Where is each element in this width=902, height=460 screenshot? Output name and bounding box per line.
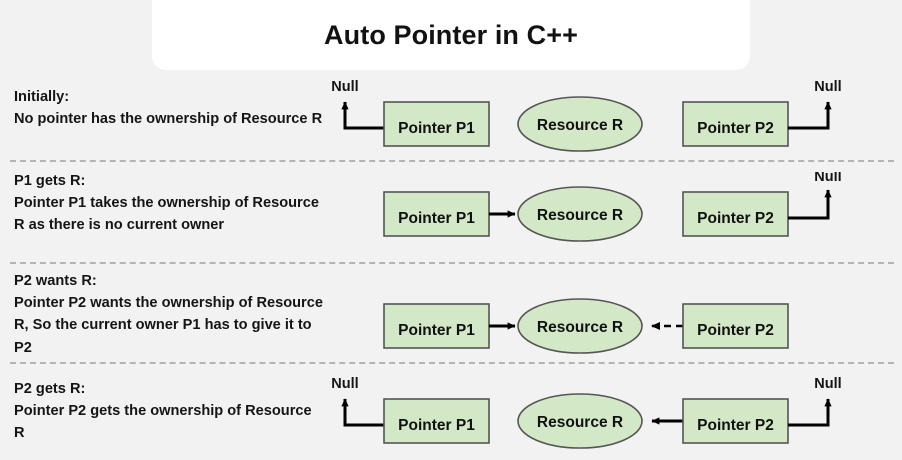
node-pointer-p1: Pointer P1 xyxy=(383,303,490,349)
step-heading: Initially: xyxy=(14,89,70,105)
step-figure-p1-gets-r: Pointer P1 Resource R Pointer P2 Null xyxy=(320,169,902,267)
null-pointer-p1: Null xyxy=(331,376,384,427)
node-label-p1: Pointer P1 xyxy=(398,322,475,339)
title-panel: Auto Pointer in C++ xyxy=(152,0,750,70)
step-body: No pointer has the ownership of Resource… xyxy=(14,111,323,128)
step-body: Pointer P2 wants the ownership of Resour… xyxy=(14,295,323,356)
null-label-p2: Null xyxy=(814,172,841,185)
divider-3 xyxy=(10,362,894,364)
node-label-p2: Pointer P2 xyxy=(697,322,774,339)
step-figure-p2-wants-r: Pointer P1 Resource R Pointer P2 xyxy=(320,292,902,367)
null-pointer-p2: Null xyxy=(788,169,842,220)
null-label-p1: Null xyxy=(331,376,358,392)
null-pointer-p2: Null xyxy=(788,376,842,427)
node-pointer-p1: Pointer P1 xyxy=(383,191,490,237)
figure-svg-p2-wants-r: Pointer P1 Resource R Pointer P2 xyxy=(383,298,789,354)
step-heading: P2 wants R: xyxy=(14,273,97,289)
node-pointer-p1: Pointer P1 xyxy=(383,398,490,444)
node-resource-r: Resource R xyxy=(517,298,643,354)
step-description-initially: Initially: No pointer has the ownership … xyxy=(14,86,324,130)
null-label-p1: Null xyxy=(331,79,358,95)
divider-2 xyxy=(10,262,894,264)
step-row-p2-gets-r: P2 gets R: Pointer P2 gets the ownership… xyxy=(0,370,902,460)
step-row-initially: Initially: No pointer has the ownership … xyxy=(0,78,902,158)
node-pointer-p2: Pointer P2 xyxy=(682,191,789,237)
node-label-resource: Resource R xyxy=(537,117,623,134)
step-figure-p2-gets-r: Null Pointer P1 Resource R Pointer P2 xyxy=(320,370,902,460)
node-resource-r: Resource R xyxy=(517,393,643,449)
null-label-p2: Null xyxy=(814,376,841,392)
node-label-resource: Resource R xyxy=(537,207,623,224)
null-pointer-p1: Null xyxy=(331,79,384,130)
node-label-p1: Pointer P1 xyxy=(398,120,475,137)
node-pointer-p1: Pointer P1 xyxy=(383,101,490,147)
step-body: Pointer P2 gets the ownership of Resourc… xyxy=(14,403,312,442)
step-description-p2-wants-r: P2 wants R: Pointer P2 wants the ownersh… xyxy=(14,270,324,359)
step-description-p2-gets-r: P2 gets R: Pointer P2 gets the ownership… xyxy=(14,378,324,445)
node-pointer-p2: Pointer P2 xyxy=(682,101,789,147)
page-title: Auto Pointer in C++ xyxy=(324,19,578,50)
node-resource-r: Resource R xyxy=(517,186,643,242)
step-row-p2-wants-r: P2 wants R: Pointer P2 wants the ownersh… xyxy=(0,268,902,362)
figure-svg-initially: Null Pointer P1 Resource R Pointer P2 xyxy=(331,79,842,152)
step-body: Pointer P1 takes the ownership of Resour… xyxy=(14,195,319,234)
node-label-resource: Resource R xyxy=(537,319,623,336)
node-pointer-p2: Pointer P2 xyxy=(682,398,789,444)
null-pointer-p2: Null xyxy=(788,79,842,130)
node-pointer-p2: Pointer P2 xyxy=(682,303,789,349)
node-label-p2: Pointer P2 xyxy=(697,417,774,434)
node-label-resource: Resource R xyxy=(537,414,623,431)
step-heading: P1 gets R: xyxy=(14,173,86,189)
node-resource-r: Resource R xyxy=(517,96,643,152)
step-figure-initially: Null Pointer P1 Resource R Pointer P2 xyxy=(320,78,902,163)
null-label-p2: Null xyxy=(814,79,841,95)
step-row-p1-gets-r: P1 gets R: Pointer P1 takes the ownershi… xyxy=(0,166,902,262)
divider-1 xyxy=(10,160,894,162)
step-heading: P2 gets R: xyxy=(14,381,86,397)
node-label-p2: Pointer P2 xyxy=(697,120,774,137)
step-description-p1-gets-r: P1 gets R: Pointer P1 takes the ownershi… xyxy=(14,170,324,237)
node-label-p1: Pointer P1 xyxy=(398,417,475,434)
figure-svg-p2-gets-r: Null Pointer P1 Resource R Pointer P2 xyxy=(331,376,842,449)
node-label-p2: Pointer P2 xyxy=(697,210,774,227)
node-label-p1: Pointer P1 xyxy=(398,210,475,227)
figure-svg-p1-gets-r: Pointer P1 Resource R Pointer P2 Null xyxy=(383,169,842,242)
